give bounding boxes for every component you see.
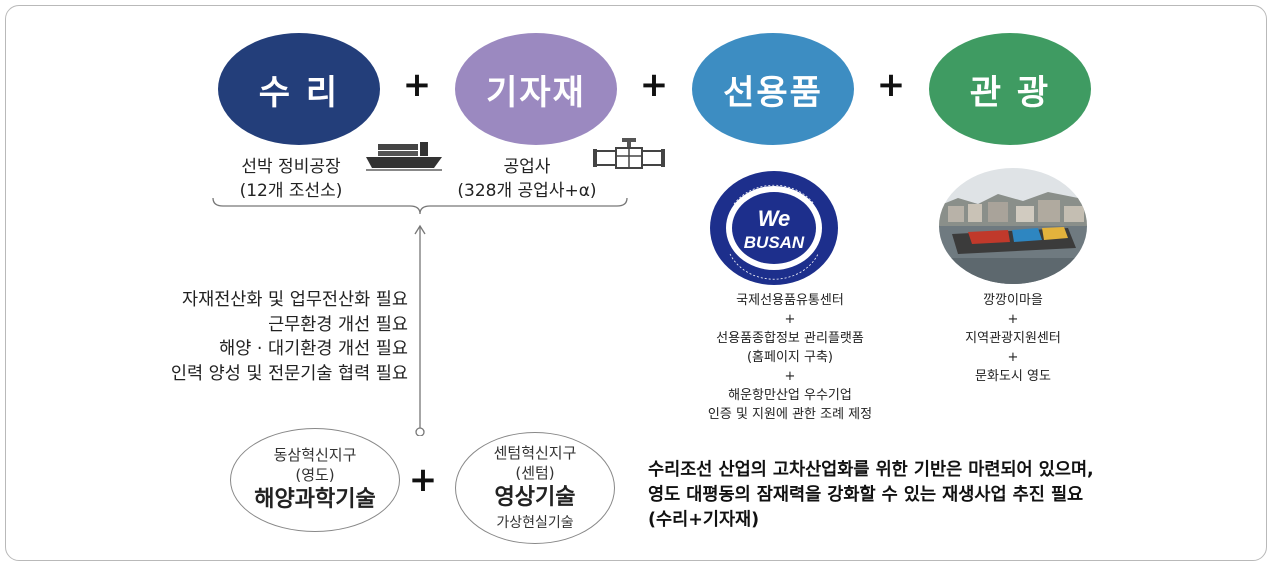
district-dongsam-line1: 동삼혁신지구 <box>273 446 357 464</box>
equipment-caption: 공업사 (328개 공업사+α) <box>452 155 602 203</box>
need-item-2: 근무환경 개선 필요 <box>268 314 408 335</box>
need-item-3: 해양 · 대기환경 개선 필요 <box>219 339 408 359</box>
district-centum-line2: (센텀) <box>515 464 555 482</box>
tourism-line-1: 깡깡이마을 <box>983 293 1043 308</box>
summary-line-1: 수리조선 산업의 고차산업화를 위한 기반은 마련되어 있으며, <box>648 460 1094 480</box>
diagram-frame <box>5 5 1267 561</box>
plus-sign-4: + <box>408 460 438 500</box>
district-dongsam-main: 해양과학기술 <box>254 487 376 512</box>
brace-connector <box>212 197 628 436</box>
oval-equipment: 기자재 <box>455 33 617 145</box>
district-centum: 센텀혁신지구 (센텀) 영상기술 가상현실기술 <box>455 432 615 544</box>
supplies-line-3: 선용품종합정보 관리플랫폼 <box>716 331 864 346</box>
valve-icon <box>593 138 665 169</box>
logo-we-text: We <box>758 206 791 231</box>
repair-line2: (12개 조선소) <box>239 181 343 201</box>
plus-sign-2: + <box>639 65 669 105</box>
tourism-line-5: 문화도시 영도 <box>975 369 1051 384</box>
supplies-line-5: + <box>784 369 796 384</box>
need-item-1: 자재전산화 및 업무전산화 필요 <box>182 290 408 310</box>
oval-tourism: 관 광 <box>929 33 1091 145</box>
supplies-line-4: (홈페이지 구축) <box>746 350 834 365</box>
supplies-line-6: 해운항만산업 우수기업 <box>728 388 852 403</box>
oval-repair: 수 리 <box>218 33 380 145</box>
district-centum-main: 영상기술 <box>494 485 576 510</box>
summary-text: 수리조선 산업의 고차산업화를 위한 기반은 마련되어 있으며, 영도 대평동의… <box>648 458 1094 533</box>
harbor-photo <box>939 168 1087 284</box>
tourism-line-2: + <box>1007 312 1019 327</box>
district-dongsam: 동삼혁신지구 (영도) 해양과학기술 <box>230 428 400 532</box>
repair-line1: 선박 정비공장 <box>241 157 341 177</box>
supplies-description: 국제선용품유통센터 + 선용품종합정보 관리플랫폼 (홈페이지 구축) + 해운… <box>680 291 900 424</box>
we-busan-logo: We BUSAN <box>710 171 838 285</box>
logo-busan-text: BUSAN <box>744 233 805 252</box>
summary-line-2: 영도 대평동의 잠재력을 강화할 수 있는 재생사업 추진 필요 <box>648 485 1084 505</box>
oval-equipment-label: 기자재 <box>486 72 586 113</box>
district-dongsam-line2: (영도) <box>295 466 335 484</box>
district-centum-line1: 센텀혁신지구 <box>493 444 577 462</box>
needs-list: 자재전산화 및 업무전산화 필요 근무환경 개선 필요 해양 · 대기환경 개선… <box>171 288 408 386</box>
need-item-4: 인력 양성 및 전문기술 협력 필요 <box>170 363 408 384</box>
district-centum-sub: 가상현실기술 <box>496 515 574 531</box>
equipment-line2: (328개 공업사+α) <box>457 181 597 201</box>
oval-repair-label: 수 리 <box>258 72 340 113</box>
oval-supplies: 선용품 <box>692 33 854 145</box>
supplies-line-2: + <box>784 312 796 327</box>
repair-caption: 선박 정비공장 (12개 조선소) <box>226 155 356 203</box>
supplies-line-1: 국제선용품유통센터 <box>736 293 844 308</box>
plus-sign-3: + <box>876 65 906 105</box>
oval-tourism-label: 관 광 <box>969 72 1051 113</box>
tourism-description: 깡깡이마을 + 지역관광지원센터 + 문화도시 영도 <box>910 291 1116 386</box>
supplies-line-7: 인증 및 지원에 관한 조례 제정 <box>707 407 873 422</box>
equipment-line1: 공업사 <box>503 157 551 177</box>
summary-line-3: (수리+기자재) <box>648 510 760 530</box>
tourism-line-4: + <box>1007 350 1019 365</box>
ship-icon <box>366 142 442 171</box>
tourism-line-3: 지역관광지원센터 <box>965 331 1061 346</box>
plus-sign-1: + <box>402 65 432 105</box>
oval-supplies-label: 선용품 <box>723 72 823 113</box>
